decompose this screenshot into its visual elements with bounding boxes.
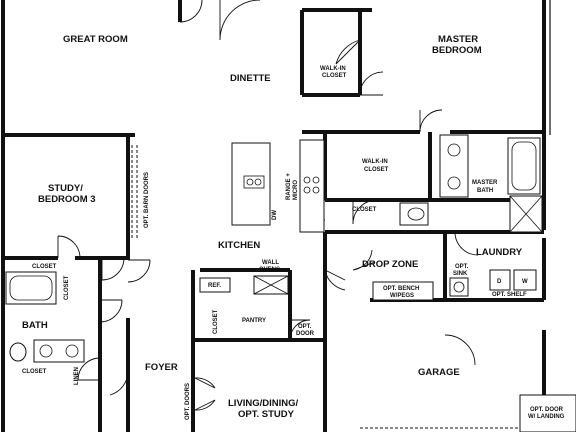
label-closet-bath: CLOSET (32, 264, 57, 270)
washer (513, 269, 537, 291)
label-opt-bench-1: OPT. BENCH (383, 286, 419, 292)
room-great-room: GREAT ROOM (63, 34, 128, 45)
master-tub (507, 137, 541, 195)
label-opt-shelf: OPT. SHELF (492, 292, 527, 298)
room-study-1: STUDY/ (48, 183, 83, 194)
bath-vanity (33, 339, 85, 363)
label-opt-barn-doors: OPT. BARN DOORS (144, 172, 150, 228)
label-opt-bench-2: W/PEGS (390, 293, 414, 299)
label-ref: REF. (208, 283, 221, 289)
master-vanity (439, 134, 469, 198)
room-living-1: LIVING/DINING/ (228, 398, 299, 409)
detail-labels: WALK-IN CLOSET WALK-IN CLOSET MASTER BAT… (22, 66, 565, 420)
label-closet-hall: CLOSET (352, 207, 377, 213)
label-opt-doors: OPT. DOORS (185, 383, 191, 420)
label-walkin-top-1: WALK-IN (320, 66, 346, 72)
label-opt-sink-1: OPT. (455, 264, 469, 270)
room-bath: BATH (22, 320, 48, 331)
range-counter (299, 139, 325, 233)
label-opt-sink-2: SINK (453, 271, 468, 277)
fixtures (5, 134, 576, 432)
label-master-bath-2: BATH (477, 188, 493, 194)
fridge (199, 277, 231, 293)
label-opt-door-1: OPT. (298, 324, 312, 330)
room-labels: GREAT ROOM DINETTE MASTER BEDROOM STUDY/… (22, 34, 523, 420)
label-pantry: PANTRY (242, 318, 266, 324)
garage-landing (519, 394, 576, 432)
room-master-1: MASTER (438, 34, 478, 45)
room-study-2: BEDROOM 3 (38, 194, 96, 205)
label-opt-door-2: DOOR (296, 331, 315, 337)
label-range-1: RANGE + (286, 173, 292, 200)
label-closet-bottom: CLOSET (22, 369, 47, 375)
label-master-bath-1: MASTER (472, 180, 498, 186)
label-wall-ovens-1: WALL (262, 260, 279, 266)
dryer (489, 269, 511, 291)
label-range-2: MICRO (293, 180, 299, 200)
label-closet-bath-side: CLOSET (64, 275, 70, 300)
label-dw: DW (272, 210, 278, 220)
label-wall-ovens-2: OVENS (259, 267, 280, 273)
label-opt-landing-1: OPT. DOOR (530, 407, 564, 413)
laundry-sink (449, 277, 469, 297)
label-closet-pantry: CLOSET (213, 309, 219, 334)
bath-toilet (9, 342, 27, 362)
barn-doors (131, 145, 138, 240)
room-kitchen: KITCHEN (218, 240, 260, 251)
label-walkin-master-1: WALK-IN (362, 159, 388, 165)
opt-bench (372, 281, 434, 301)
label-opt-landing-2: W/ LANDING (528, 414, 565, 420)
room-master-2: BEDROOM (432, 45, 482, 56)
bath-tub (5, 271, 57, 305)
room-foyer: FOYER (145, 362, 178, 373)
room-laundry: LAUNDRY (476, 247, 523, 258)
label-dryer: D (497, 279, 502, 285)
label-walkin-top-2: CLOSET (322, 73, 347, 79)
room-drop-zone: DROP ZONE (362, 259, 418, 270)
room-living-2: OPT. STUDY (238, 409, 295, 420)
label-washer: W (522, 279, 528, 285)
master-toilet (399, 202, 429, 226)
room-dinette: DINETTE (230, 73, 271, 84)
room-garage: GARAGE (418, 367, 460, 378)
label-walkin-master-2: CLOSET (364, 167, 389, 173)
label-linen: LINEN (74, 367, 80, 385)
